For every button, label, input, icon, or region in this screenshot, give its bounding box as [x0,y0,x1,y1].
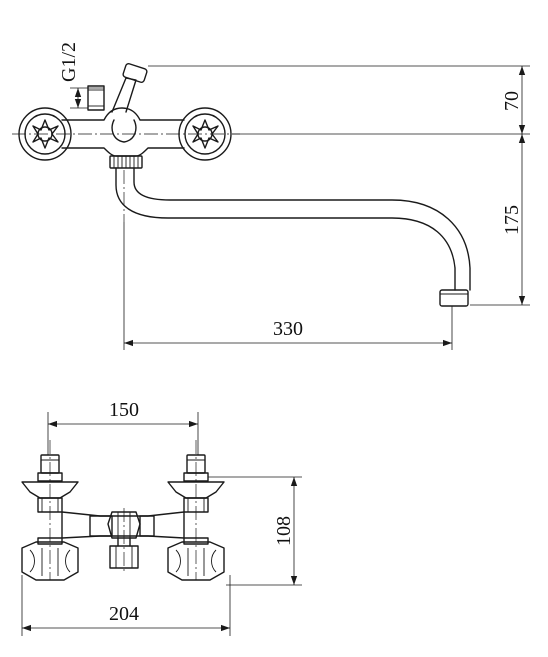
dim-height-108: 108 [273,516,295,546]
dim-reach-330: 330 [273,318,303,340]
dim-width-204: 204 [109,603,139,625]
front-body [61,511,185,569]
top-view: G1/2 70 175 330 [12,42,530,350]
right-valve-handle [167,537,225,581]
mixer-body [61,63,185,169]
dim-centers-150: 150 [109,399,139,421]
front-view: 150 108 204 [21,399,302,636]
thread-size-label: G1/2 [58,42,80,82]
dim-height-70: 70 [501,91,523,111]
dim-drop-175: 175 [501,205,523,235]
spout [115,167,471,307]
